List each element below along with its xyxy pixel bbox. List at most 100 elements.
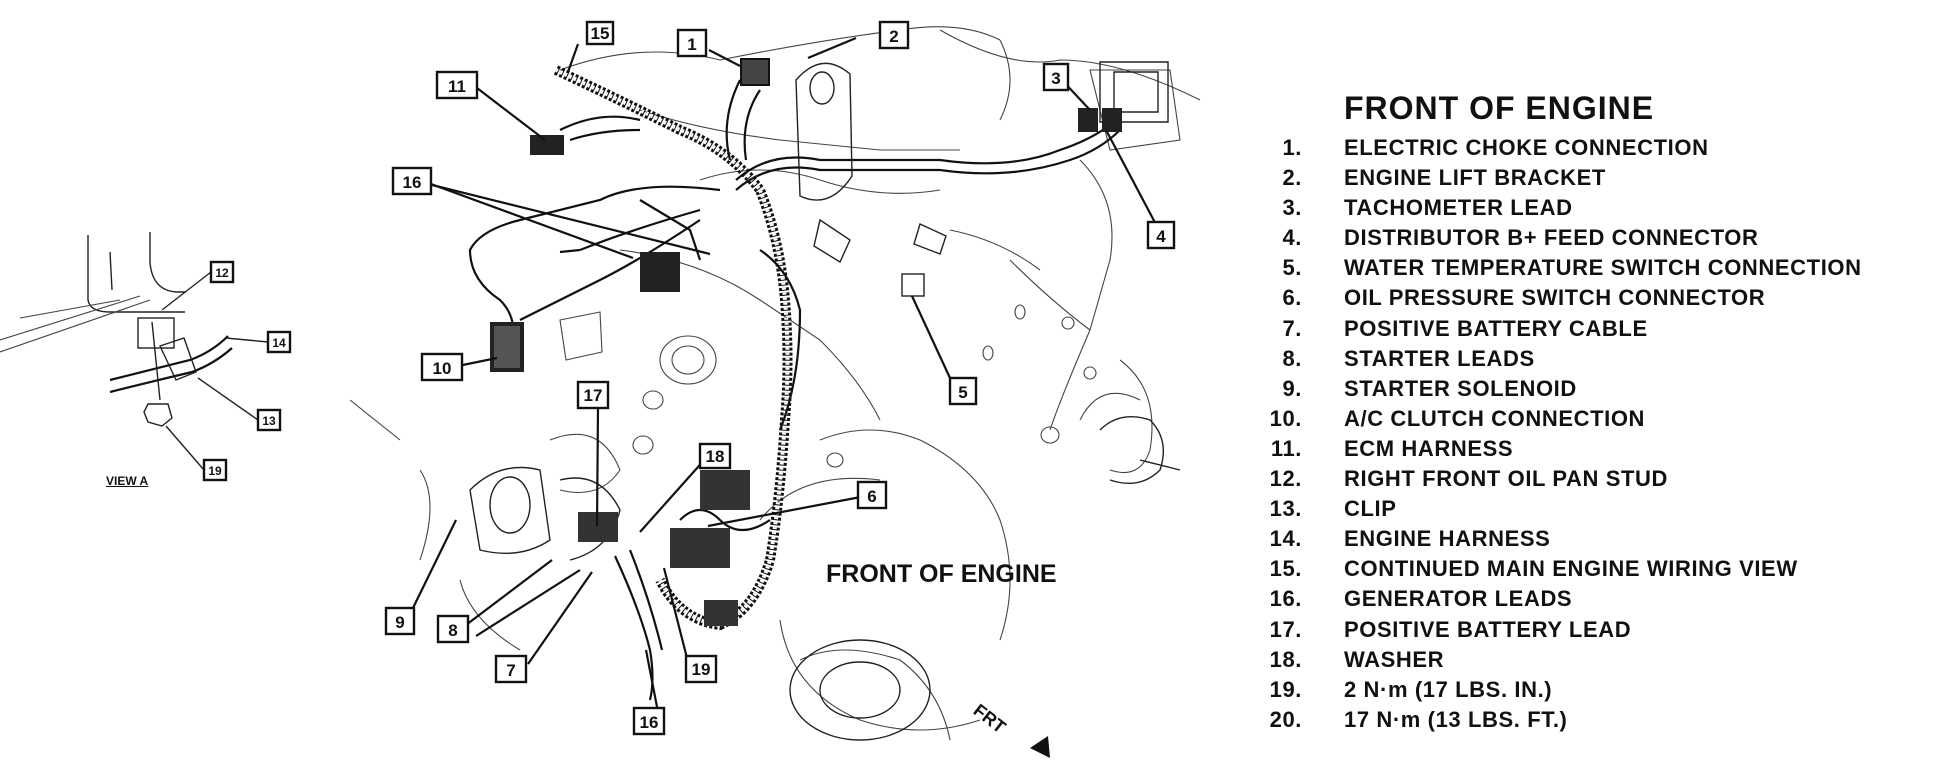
legend-item: 16.GENERATOR LEADS <box>1258 584 1938 614</box>
callout-17: 17 <box>576 380 610 410</box>
callout-9: 9 <box>384 606 416 636</box>
legend-item-number: 1. <box>1282 135 1302 160</box>
legend-item-text: CONTINUED MAIN ENGINE WIRING VIEW <box>1344 556 1798 582</box>
legend-item-text: ENGINE HARNESS <box>1344 526 1551 552</box>
view-a-detail <box>0 232 269 471</box>
callout-3: 3 <box>1042 62 1070 92</box>
legend-item-text: 2 N·m (17 LBS. IN.) <box>1344 676 1553 702</box>
svg-text:6: 6 <box>867 487 876 506</box>
legend-item-number: 11. <box>1270 435 1302 461</box>
callout-1: 1 <box>676 28 708 58</box>
legend-item: 19. 2 N·m (17 LBS. IN.) <box>1258 675 1938 705</box>
legend-item: 8. STARTER LEADS <box>1258 344 1938 374</box>
legend-item: 15. CONTINUED MAIN ENGINE WIRING VIEW <box>1258 554 1938 584</box>
svg-text:3: 3 <box>1051 69 1060 88</box>
callout-15: 15 <box>585 20 615 46</box>
legend-item-number: 17. <box>1269 616 1302 642</box>
legend-item: 1. ELECTRIC CHOKE CONNECTION <box>1258 133 1938 163</box>
legend-item: 5. WATER TEMPERATURE SWITCH CONNECTION <box>1258 253 1938 283</box>
legend-item-number: 13. <box>1269 496 1302 522</box>
callout-13: 13 <box>256 408 282 432</box>
legend-item-text: ENGINE LIFT BRACKET <box>1344 165 1606 191</box>
svg-text:11: 11 <box>448 77 466 96</box>
legend-item: 14. ENGINE HARNESS <box>1258 524 1938 554</box>
legend-item: 7.POSITIVE BATTERY CABLE <box>1258 314 1938 344</box>
legend-item: 6.OIL PRESSURE SWITCH CONNECTOR <box>1258 283 1938 313</box>
callout-boxes: 15 1 2 11 3 16 4 10 <box>202 20 1176 736</box>
frt-arrow-icon <box>1030 736 1050 758</box>
callout-18: 18 <box>698 442 732 470</box>
legend-item-number: 14. <box>1269 526 1302 552</box>
svg-text:12: 12 <box>215 266 229 280</box>
legend-item-number: 3. <box>1282 195 1302 221</box>
svg-text:10: 10 <box>433 359 452 378</box>
legend-item-number: 20. <box>1269 706 1302 732</box>
legend-list: 1. ELECTRIC CHOKE CONNECTION 2. ENGINE LIFT… <box>1258 133 1938 735</box>
legend-item-text: 17 N·m (13 LBS. FT.) <box>1344 706 1568 732</box>
callout-12: 12 <box>209 260 235 284</box>
callout-16-lower: 16 <box>632 706 666 736</box>
legend-item: 9. STARTER SOLENOID <box>1258 374 1938 404</box>
svg-text:2: 2 <box>889 27 898 46</box>
svg-text:4: 4 <box>1156 227 1166 246</box>
legend-item: 11. ECM HARNESS <box>1258 434 1938 464</box>
wiring-harness <box>468 58 1122 701</box>
legend-item-number: 16. <box>1269 586 1302 612</box>
svg-text:18: 18 <box>706 447 725 466</box>
legend-item-text: TACHOMETER LEAD <box>1344 195 1573 221</box>
legend-item-text: STARTER SOLENOID <box>1344 375 1577 401</box>
legend-item-number: 5. <box>1282 255 1302 281</box>
callout-19-view-a: 19 <box>202 458 228 482</box>
legend-item: 4.DISTRIBUTOR B+ FEED CONNECTOR <box>1258 223 1938 253</box>
callout-14: 14 <box>266 330 292 354</box>
svg-text:8: 8 <box>448 621 457 640</box>
callout-7: 7 <box>494 654 528 684</box>
legend-item-text: CLIP <box>1344 496 1397 522</box>
callout-19-main: 19 <box>684 654 718 684</box>
svg-text:13: 13 <box>262 414 276 428</box>
legend-item-number: 2. <box>1282 165 1302 191</box>
svg-text:14: 14 <box>272 336 286 350</box>
legend-item-text: DISTRIBUTOR B+ FEED CONNECTOR <box>1344 225 1759 251</box>
legend-item-text: WASHER <box>1344 646 1445 672</box>
callout-16-upper: 16 <box>391 166 433 196</box>
callout-6: 6 <box>856 480 888 510</box>
legend-item-text: WATER TEMPERATURE SWITCH CONNECTION <box>1344 255 1862 281</box>
leader-lines <box>411 36 1161 713</box>
legend-title: FRONT OF ENGINE <box>1344 90 1655 126</box>
svg-text:19: 19 <box>208 464 222 478</box>
legend-item-number: 8. <box>1282 345 1302 371</box>
legend-item: 3. TACHOMETER LEAD <box>1258 193 1938 223</box>
front-of-engine-label: FRONT OF ENGINE <box>826 560 1057 588</box>
legend-item-text: ECM HARNESS <box>1344 435 1514 461</box>
legend-item-text: ELECTRIC CHOKE CONNECTION <box>1344 135 1709 160</box>
view-a-label: VIEW A <box>106 474 149 488</box>
legend-item: 18. WASHER <box>1258 645 1938 675</box>
callout-8: 8 <box>436 614 470 644</box>
legend-item-number: 9. <box>1282 375 1302 401</box>
legend-item-text: POSITIVE BATTERY LEAD <box>1344 616 1632 642</box>
svg-text:7: 7 <box>506 661 515 680</box>
svg-text:16: 16 <box>640 713 659 732</box>
legend: FRONT OF ENGINE 1. ELECTRIC CHOKE CONNECT… <box>1258 90 1938 735</box>
legend-item-text: RIGHT FRONT OIL PAN STUD <box>1344 466 1669 492</box>
svg-text:5: 5 <box>958 383 967 402</box>
legend-item-text: A/C CLUTCH CONNECTION <box>1344 405 1646 431</box>
legend-item-number: 10. <box>1269 405 1302 431</box>
legend-item: 10. A/C CLUTCH CONNECTION <box>1258 404 1938 434</box>
callout-4: 4 <box>1146 220 1176 250</box>
legend-item-number: 6. <box>1282 285 1302 311</box>
svg-text:17: 17 <box>584 386 603 405</box>
engine-block <box>349 26 1201 741</box>
svg-text:9: 9 <box>395 613 404 632</box>
callout-5: 5 <box>948 376 978 406</box>
legend-item-number: 18. <box>1269 646 1302 672</box>
legend-item-text: STARTER LEADS <box>1344 345 1535 371</box>
svg-text:15: 15 <box>591 24 610 43</box>
legend-item-number: 15. <box>1269 556 1302 582</box>
legend-item: 17. POSITIVE BATTERY LEAD <box>1258 615 1938 645</box>
legend-item-number: 19. <box>1269 676 1302 702</box>
legend-item-number: 12. <box>1269 466 1302 492</box>
